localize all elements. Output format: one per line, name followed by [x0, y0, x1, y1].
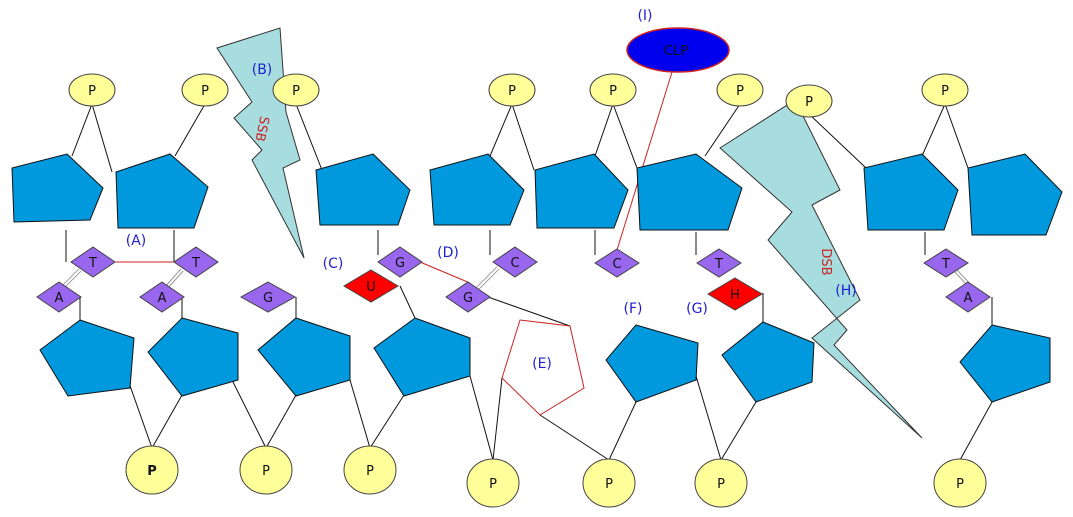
annotation-labels: (A) (B) (C) (D) (E) (F) (G) (H) (I) — [126, 8, 857, 372]
sugar — [429, 153, 525, 226]
top-bases: T T G C C T T — [70, 246, 969, 278]
sugar — [721, 321, 815, 403]
svg-text:C: C — [612, 257, 621, 272]
clp-protein: CLP — [626, 27, 730, 73]
svg-text:P: P — [609, 84, 617, 99]
phosphate: P — [488, 73, 536, 107]
svg-text:P: P — [508, 84, 516, 99]
base-g: G — [239, 281, 297, 313]
phosphate: P — [68, 73, 116, 107]
sugar — [959, 324, 1051, 403]
base-g: G — [377, 246, 423, 278]
svg-text:P: P — [201, 84, 209, 99]
base-t: T — [696, 248, 742, 278]
phosphate: P — [582, 458, 636, 508]
clp-label: CLP — [664, 44, 688, 59]
bottom-bases: A A G U G H A — [36, 269, 991, 313]
phosphate: P — [589, 73, 637, 107]
phosphate: P — [343, 445, 397, 495]
svg-text:A: A — [964, 291, 973, 306]
label-h: (H) — [835, 283, 856, 299]
svg-text:T: T — [941, 257, 950, 272]
svg-text:P: P — [147, 464, 157, 479]
damaged-base-u: U — [343, 269, 399, 303]
label-f: (F) — [624, 301, 643, 317]
dsb-break — [719, 99, 923, 439]
backbone-lines — [65, 103, 993, 461]
sugar — [373, 317, 471, 397]
bottom-phosphates: P P P P P P P — [125, 445, 987, 508]
svg-text:P: P — [366, 464, 374, 479]
damaged-base-h: H — [707, 277, 763, 311]
svg-text:P: P — [717, 477, 725, 492]
svg-text:P: P — [605, 477, 613, 492]
phosphate: P — [785, 84, 833, 118]
svg-text:P: P — [941, 84, 949, 99]
base-g: G — [445, 281, 491, 313]
svg-text:P: P — [736, 84, 744, 99]
svg-text:G: G — [463, 291, 473, 306]
base-c: C — [492, 246, 538, 278]
label-g: (G) — [686, 301, 708, 317]
base-c: C — [594, 248, 640, 278]
svg-text:A: A — [55, 291, 64, 306]
sugar — [636, 153, 743, 231]
base-t: T — [173, 246, 219, 278]
phosphate: P — [694, 458, 748, 508]
label-e: (E) — [532, 356, 552, 372]
base-t: T — [70, 246, 116, 278]
sugar — [147, 317, 239, 397]
abasic-site — [501, 319, 585, 416]
phosphate: P — [181, 73, 229, 107]
label-d: (D) — [437, 245, 459, 261]
phosphate: P — [239, 445, 293, 495]
svg-text:H: H — [730, 288, 740, 303]
svg-text:A: A — [158, 291, 167, 306]
phosphate: P — [933, 458, 987, 508]
top-sugars — [11, 153, 1063, 236]
sugar — [11, 153, 104, 223]
ssb-label: SSB — [251, 115, 271, 143]
label-a: (A) — [126, 233, 147, 249]
phosphate: P — [716, 73, 764, 107]
base-a: A — [139, 281, 185, 313]
sugar — [605, 324, 699, 403]
svg-text:T: T — [88, 256, 97, 271]
base-a: A — [945, 281, 991, 313]
top-phosphates: P P P P P P P P — [68, 73, 969, 118]
svg-text:P: P — [88, 84, 96, 99]
label-b: (B) — [252, 62, 273, 78]
svg-text:T: T — [714, 257, 723, 272]
sugar — [863, 153, 959, 231]
sugar — [534, 153, 629, 229]
dsb-label: DSB — [818, 248, 833, 275]
svg-text:G: G — [395, 256, 405, 271]
label-i: (I) — [637, 8, 652, 24]
phosphate: P — [466, 458, 520, 508]
red-links — [110, 71, 673, 284]
svg-text:P: P — [805, 95, 813, 110]
svg-text:C: C — [510, 256, 519, 271]
svg-text:P: P — [489, 477, 497, 492]
sugar — [115, 153, 209, 229]
phosphate: P — [921, 73, 969, 107]
label-c: (C) — [323, 256, 344, 272]
svg-text:P: P — [956, 477, 964, 492]
sugar — [315, 153, 411, 226]
phosphate: P — [272, 73, 320, 107]
base-t: T — [923, 248, 969, 278]
sugar — [257, 317, 351, 397]
svg-text:U: U — [366, 280, 376, 295]
base-a: A — [36, 281, 82, 313]
svg-text:P: P — [262, 464, 270, 479]
sugar — [967, 153, 1063, 236]
svg-text:P: P — [292, 84, 300, 99]
bottom-sugars — [39, 317, 1051, 403]
svg-text:G: G — [263, 291, 273, 306]
svg-text:T: T — [191, 256, 200, 271]
phosphate: P — [125, 445, 179, 495]
sugar — [39, 319, 135, 397]
